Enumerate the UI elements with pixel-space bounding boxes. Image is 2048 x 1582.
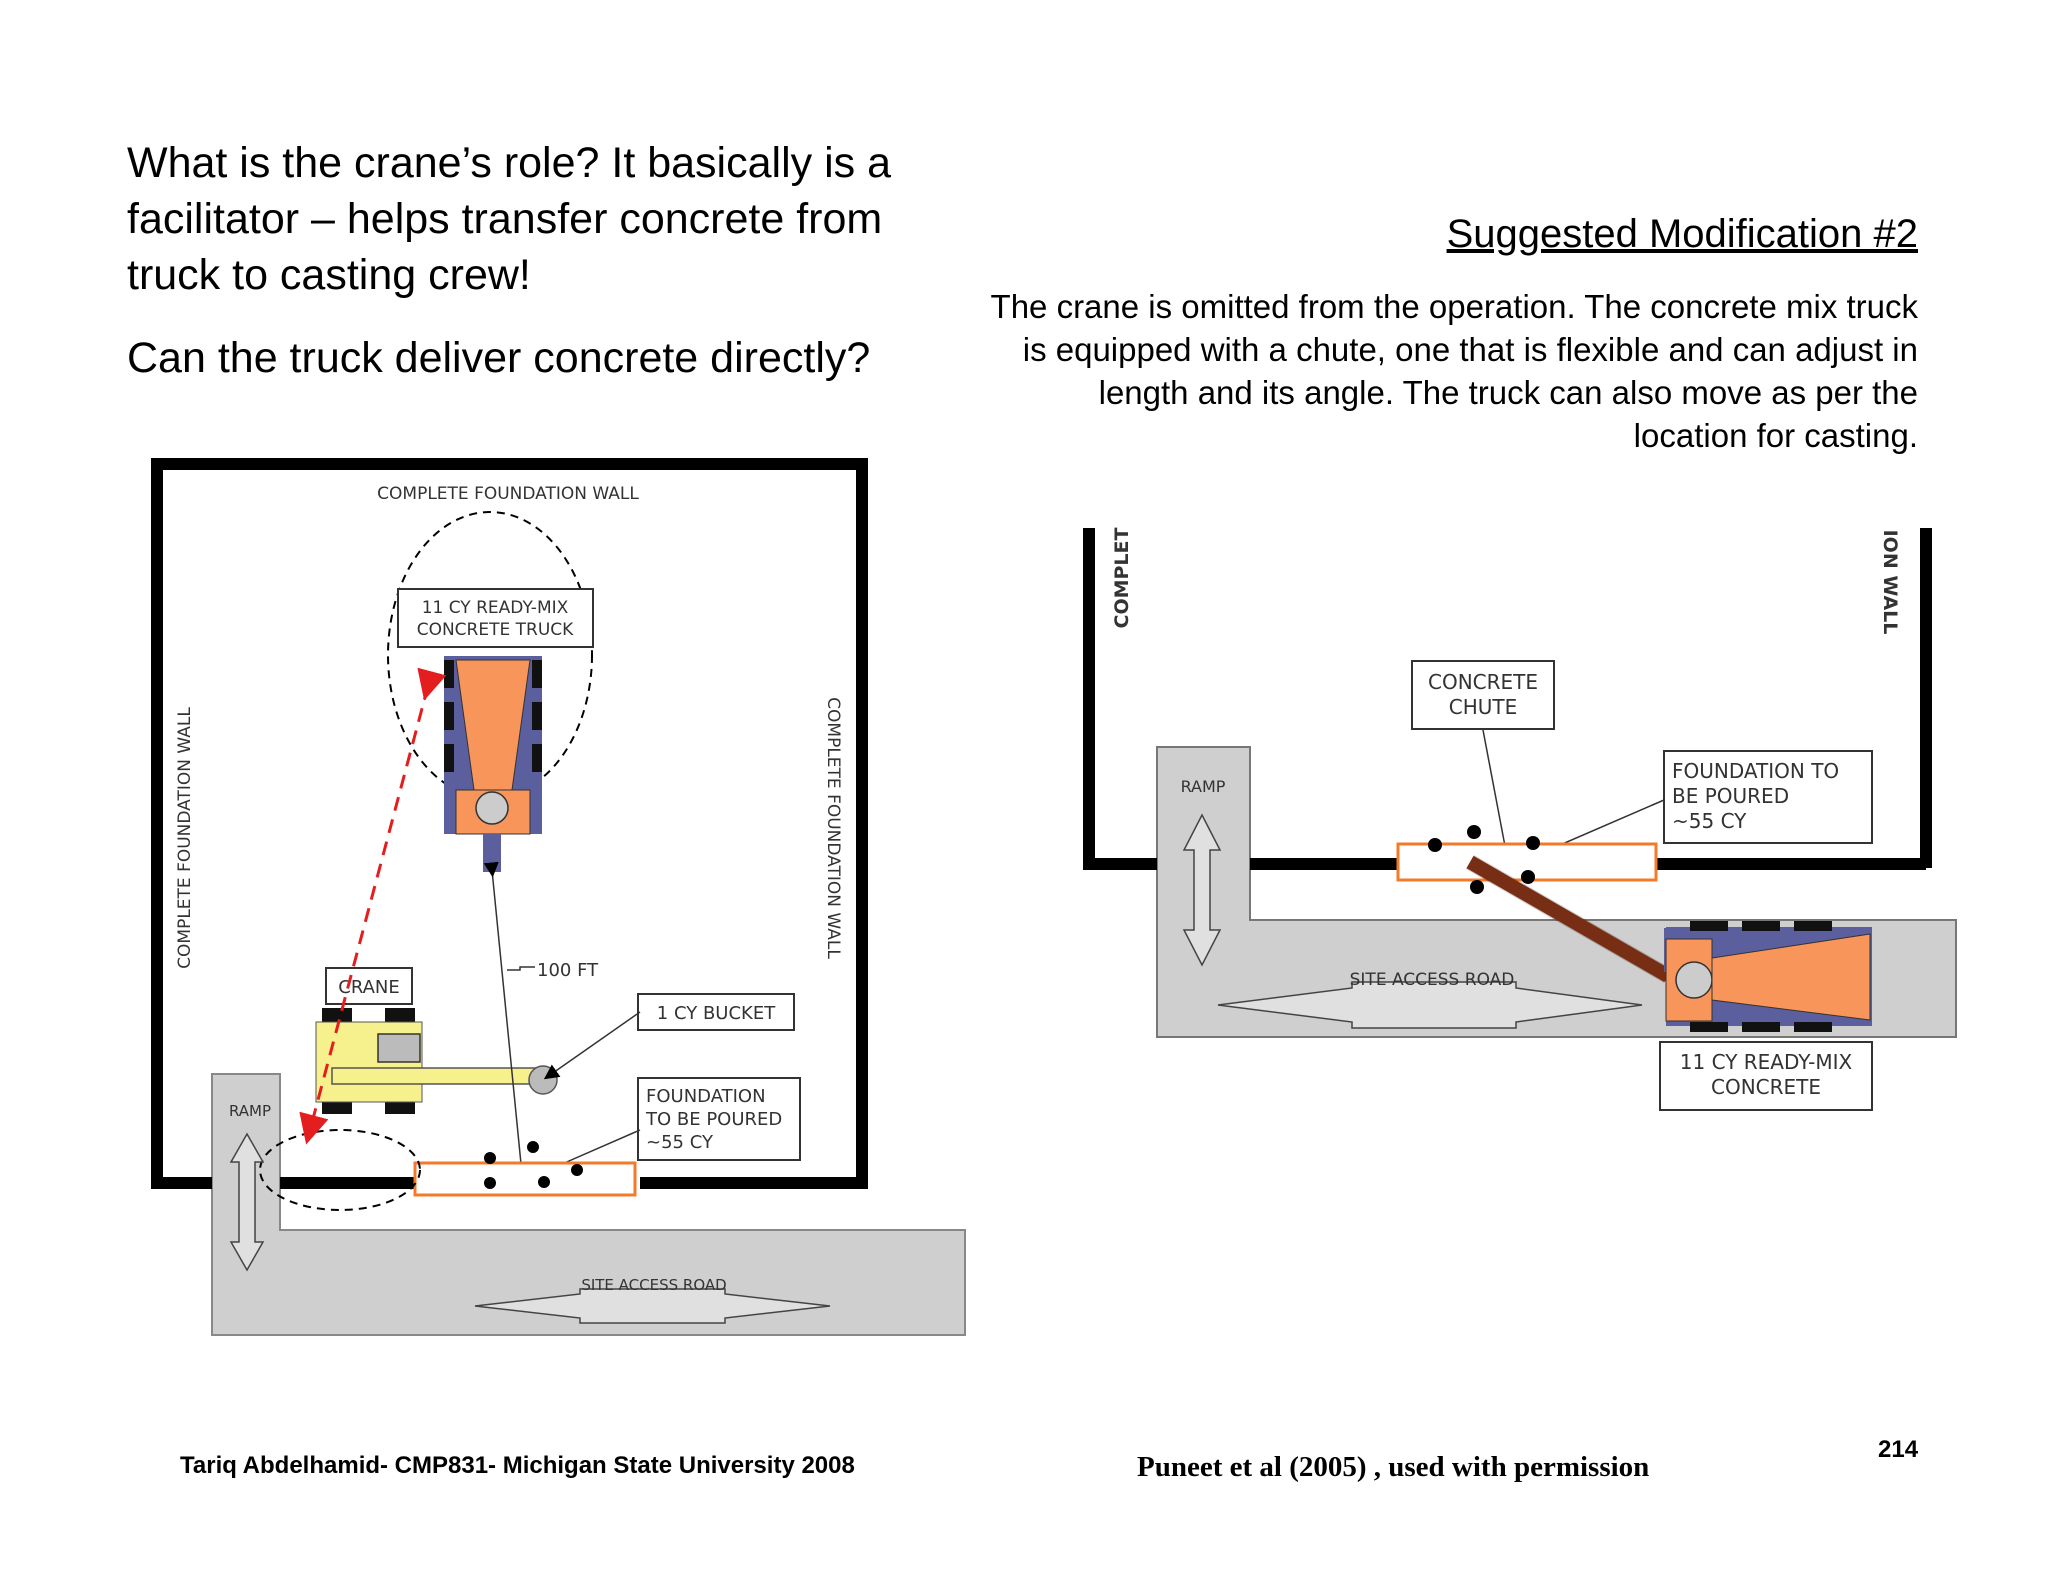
bucket-label: 1 CY BUCKET: [657, 1003, 776, 1024]
bucket-icon: [528, 1065, 558, 1095]
ramp-arrow: [229, 1132, 265, 1272]
crane-transfer-arrow: [299, 667, 447, 1145]
foundation-label-right-line3: ~55 CY: [1672, 809, 1747, 833]
truck-zone-ellipse: [387, 511, 593, 799]
road-arrow: [474, 1288, 831, 1324]
bucket-label-box: [637, 993, 795, 1031]
truck-label-box-right: [1659, 1041, 1873, 1111]
wall-label-right: COMPLETE FOUNDATION WALL: [823, 697, 843, 959]
road-arrow-right: [1217, 981, 1643, 1029]
diagram-crane-operation: COMPLETE FOUNDATION WALL COMPLETE FOUNDA…: [151, 458, 966, 1336]
road-label: SITE ACCESS ROAD: [581, 1276, 726, 1294]
chute-label-box: [1411, 660, 1555, 730]
truck-label-line1: 11 CY READY-MIX: [422, 598, 569, 618]
modification-heading: Suggested Modification #2: [1446, 212, 1918, 256]
site-access-road: [211, 1073, 966, 1336]
page-number: 214: [1878, 1436, 1919, 1463]
wall-label-left-right: COMPLET: [1111, 527, 1133, 628]
truck-label-box: [397, 588, 594, 648]
chute-label-line2: CHUTE: [1449, 695, 1518, 719]
question-crane-role: What is the crane’s role? It basically i…: [127, 139, 891, 299]
foundation-wall: [151, 458, 868, 1189]
foundation-label-right-line1: FOUNDATION TO: [1672, 759, 1839, 783]
diagram-chute-operation: COMPLET ION WALL CONCRETE CHUTE FOUNDATI…: [1083, 527, 1957, 1111]
road-label-right: SITE ACCESS ROAD: [1350, 970, 1515, 990]
foundation-label-box: [637, 1077, 801, 1161]
footer-citation: Puneet et al (2005) , used with permissi…: [1137, 1451, 1650, 1483]
truck-label-right-line1: 11 CY READY-MIX: [1680, 1050, 1853, 1074]
ramp-label-right: RAMP: [1181, 777, 1226, 796]
footer-author: Tariq Abdelhamid- CMP831- Michigan State…: [180, 1452, 855, 1479]
distance-line: [483, 861, 529, 1182]
modification-description: The crane is omitted from the operation.…: [990, 288, 1918, 454]
concrete-chute-icon: [1466, 855, 1672, 983]
wall-label-left: COMPLETE FOUNDATION WALL: [175, 707, 195, 969]
concrete-truck-icon-right: [1664, 921, 1872, 1032]
foundation-label-line1: FOUNDATION: [646, 1086, 766, 1107]
foundation-label-line3: ~55 CY: [646, 1132, 714, 1153]
truck-label-line2: CONCRETE TRUCK: [417, 620, 574, 640]
distance-label: 100 FT: [537, 960, 599, 981]
crane-icon: [315, 1008, 541, 1114]
foundation-label-right-line2: BE POURED: [1672, 784, 1789, 808]
concrete-truck-icon: [444, 656, 542, 872]
foundation-label-line2: TO BE POURED: [645, 1109, 782, 1130]
truck-label-right-line2: CONCRETE: [1711, 1075, 1821, 1099]
ramp-zone-ellipse: [259, 1129, 421, 1211]
foundation-wall-right: [1083, 528, 1157, 870]
ramp-arrow-right: [1182, 813, 1222, 967]
wall-label-right-right: ION WALL: [1879, 530, 1901, 635]
foundation-label-box-right: [1663, 750, 1873, 844]
chute-label-line1: CONCRETE: [1428, 670, 1538, 694]
question-direct-delivery: Can the truck deliver concrete directly?: [127, 334, 871, 382]
wall-label-top: COMPLETE FOUNDATION WALL: [377, 484, 639, 504]
foundation-pour-area: [413, 1161, 637, 1197]
ramp-label: RAMP: [229, 1102, 271, 1120]
